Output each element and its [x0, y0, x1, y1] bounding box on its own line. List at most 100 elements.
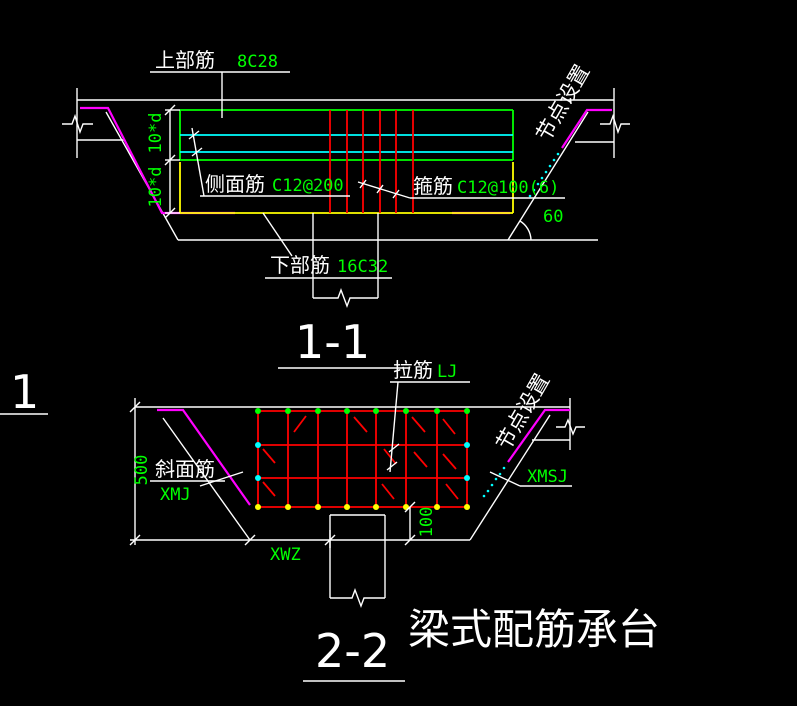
node-dot — [494, 477, 498, 481]
cover-dim-label: 100 — [417, 507, 437, 538]
slope-bar-leader — [199, 471, 244, 487]
pile-break-symbol — [313, 288, 378, 308]
tie-bar-label: 拉筋 — [393, 358, 433, 382]
node-dot — [548, 164, 552, 168]
spacing-tick — [164, 207, 176, 219]
top-rebar-dot — [373, 408, 379, 414]
bottom-rebar-dot — [434, 504, 440, 510]
slope-bar-spec: XMJ — [160, 485, 191, 505]
node-dot — [540, 176, 544, 180]
top-rebar-dot — [255, 408, 261, 414]
cover-tick — [404, 534, 416, 546]
height-tick — [129, 401, 141, 413]
top-rebar-dot — [464, 408, 470, 414]
height-tick — [129, 534, 141, 546]
node-dot — [490, 483, 494, 487]
tie-bar — [383, 448, 397, 465]
top-rebar-dots — [255, 408, 470, 414]
spacing-upper-label: 10*d — [146, 113, 166, 154]
right-break-symbol — [600, 113, 630, 135]
cap-right-slope — [507, 111, 589, 241]
tie-bar — [381, 483, 395, 500]
stirrup-leader-tick — [376, 184, 384, 194]
cap-left-slope — [162, 417, 251, 541]
node-note-label: 节点设置 — [532, 61, 595, 146]
spacing-tick — [164, 154, 176, 166]
section-title: 2-2 — [315, 624, 390, 678]
drawing-caption: 梁式配筋承台 — [408, 605, 660, 654]
node-dot — [502, 466, 506, 470]
width-tick — [244, 534, 256, 546]
tie-bar — [293, 415, 307, 433]
bottom-rebar-dot — [464, 504, 470, 510]
bottom-rebar-dot — [344, 504, 350, 510]
right-slope-rebar — [507, 408, 570, 463]
left-slope-rebar — [157, 408, 251, 506]
cap-right-slope — [469, 414, 551, 541]
top-bar-label: 上部筋 — [155, 48, 215, 72]
section-mark-label: 1 — [10, 365, 39, 419]
tie-bar — [411, 416, 426, 433]
tie-bar — [442, 453, 457, 470]
bottom-rebar-dot — [315, 504, 321, 510]
right-break-symbol — [556, 418, 585, 436]
tie-bar — [445, 483, 459, 500]
tie-bar — [262, 481, 276, 497]
tie-bar-spec: LJ — [437, 362, 457, 382]
slope-tie-leader — [489, 471, 521, 487]
tie-bar-leader-tick — [386, 461, 398, 471]
width-dim-label: XWZ — [270, 545, 301, 565]
node-dotted-line — [482, 466, 506, 498]
cover-tick — [404, 501, 416, 513]
side-bar-leader — [191, 127, 205, 197]
side-rebar-dot — [464, 475, 470, 481]
tie-bar-leader — [389, 381, 399, 473]
top-rebar-dot — [315, 408, 321, 414]
bottom-bar-label: 下部筋 — [270, 253, 330, 277]
node-dot — [552, 158, 556, 162]
side-rebar-dot — [255, 442, 261, 448]
bottom-bar-leader — [262, 212, 293, 257]
spacing-lower-label: 10*d — [146, 167, 166, 208]
top-rebar-dot — [344, 408, 350, 414]
top-rebar-dot — [434, 408, 440, 414]
spacing-tick — [164, 104, 176, 116]
bottom-rebar-dot — [373, 504, 379, 510]
side-bar-spec: C12@200 — [272, 176, 344, 196]
stirrup-leader — [357, 181, 411, 199]
stirrup-label: 箍筋 — [413, 174, 453, 198]
node-dot — [556, 152, 560, 156]
side-rebar-dots — [255, 442, 470, 481]
node-dot — [544, 170, 548, 174]
left-break-symbol — [62, 113, 93, 135]
stirrup-spec: C12@100(6) — [457, 178, 559, 198]
pile-break-symbol — [330, 588, 385, 608]
slope-angle-arc — [519, 220, 532, 241]
node-dot — [532, 188, 536, 192]
side-rebar-dot — [255, 475, 261, 481]
node-dot — [536, 182, 540, 186]
tie-bar — [413, 451, 428, 468]
slope-angle-label: 60 — [543, 207, 563, 227]
node-dotted-line — [528, 152, 560, 198]
right-slope-rebar — [561, 108, 612, 149]
bottom-rebar-dot — [255, 504, 261, 510]
node-dot — [482, 494, 486, 498]
height-dim-label: 500 — [132, 455, 152, 486]
bottom-bar-spec: 16C32 — [337, 257, 388, 277]
top-rebar-dot — [285, 408, 291, 414]
section-1-1: 上部筋 8C28 10*d 10*d 侧面筋 C12@200 箍筋 C12@10… — [62, 48, 630, 369]
node-dot — [498, 472, 502, 476]
node-dot — [528, 194, 532, 198]
side-bar-leader-tick — [188, 130, 200, 140]
stirrup-leader-tick — [359, 179, 367, 189]
section-mark: 1 — [0, 365, 48, 419]
stirrup-leader-tick — [392, 189, 400, 199]
top-bar-spec: 8C28 — [237, 52, 278, 72]
tie-bar-leader-tick — [388, 443, 400, 453]
side-bar-label: 侧面筋 — [205, 172, 265, 196]
side-rebar-dot — [464, 442, 470, 448]
tie-bar — [442, 418, 456, 435]
node-dot — [486, 489, 490, 493]
